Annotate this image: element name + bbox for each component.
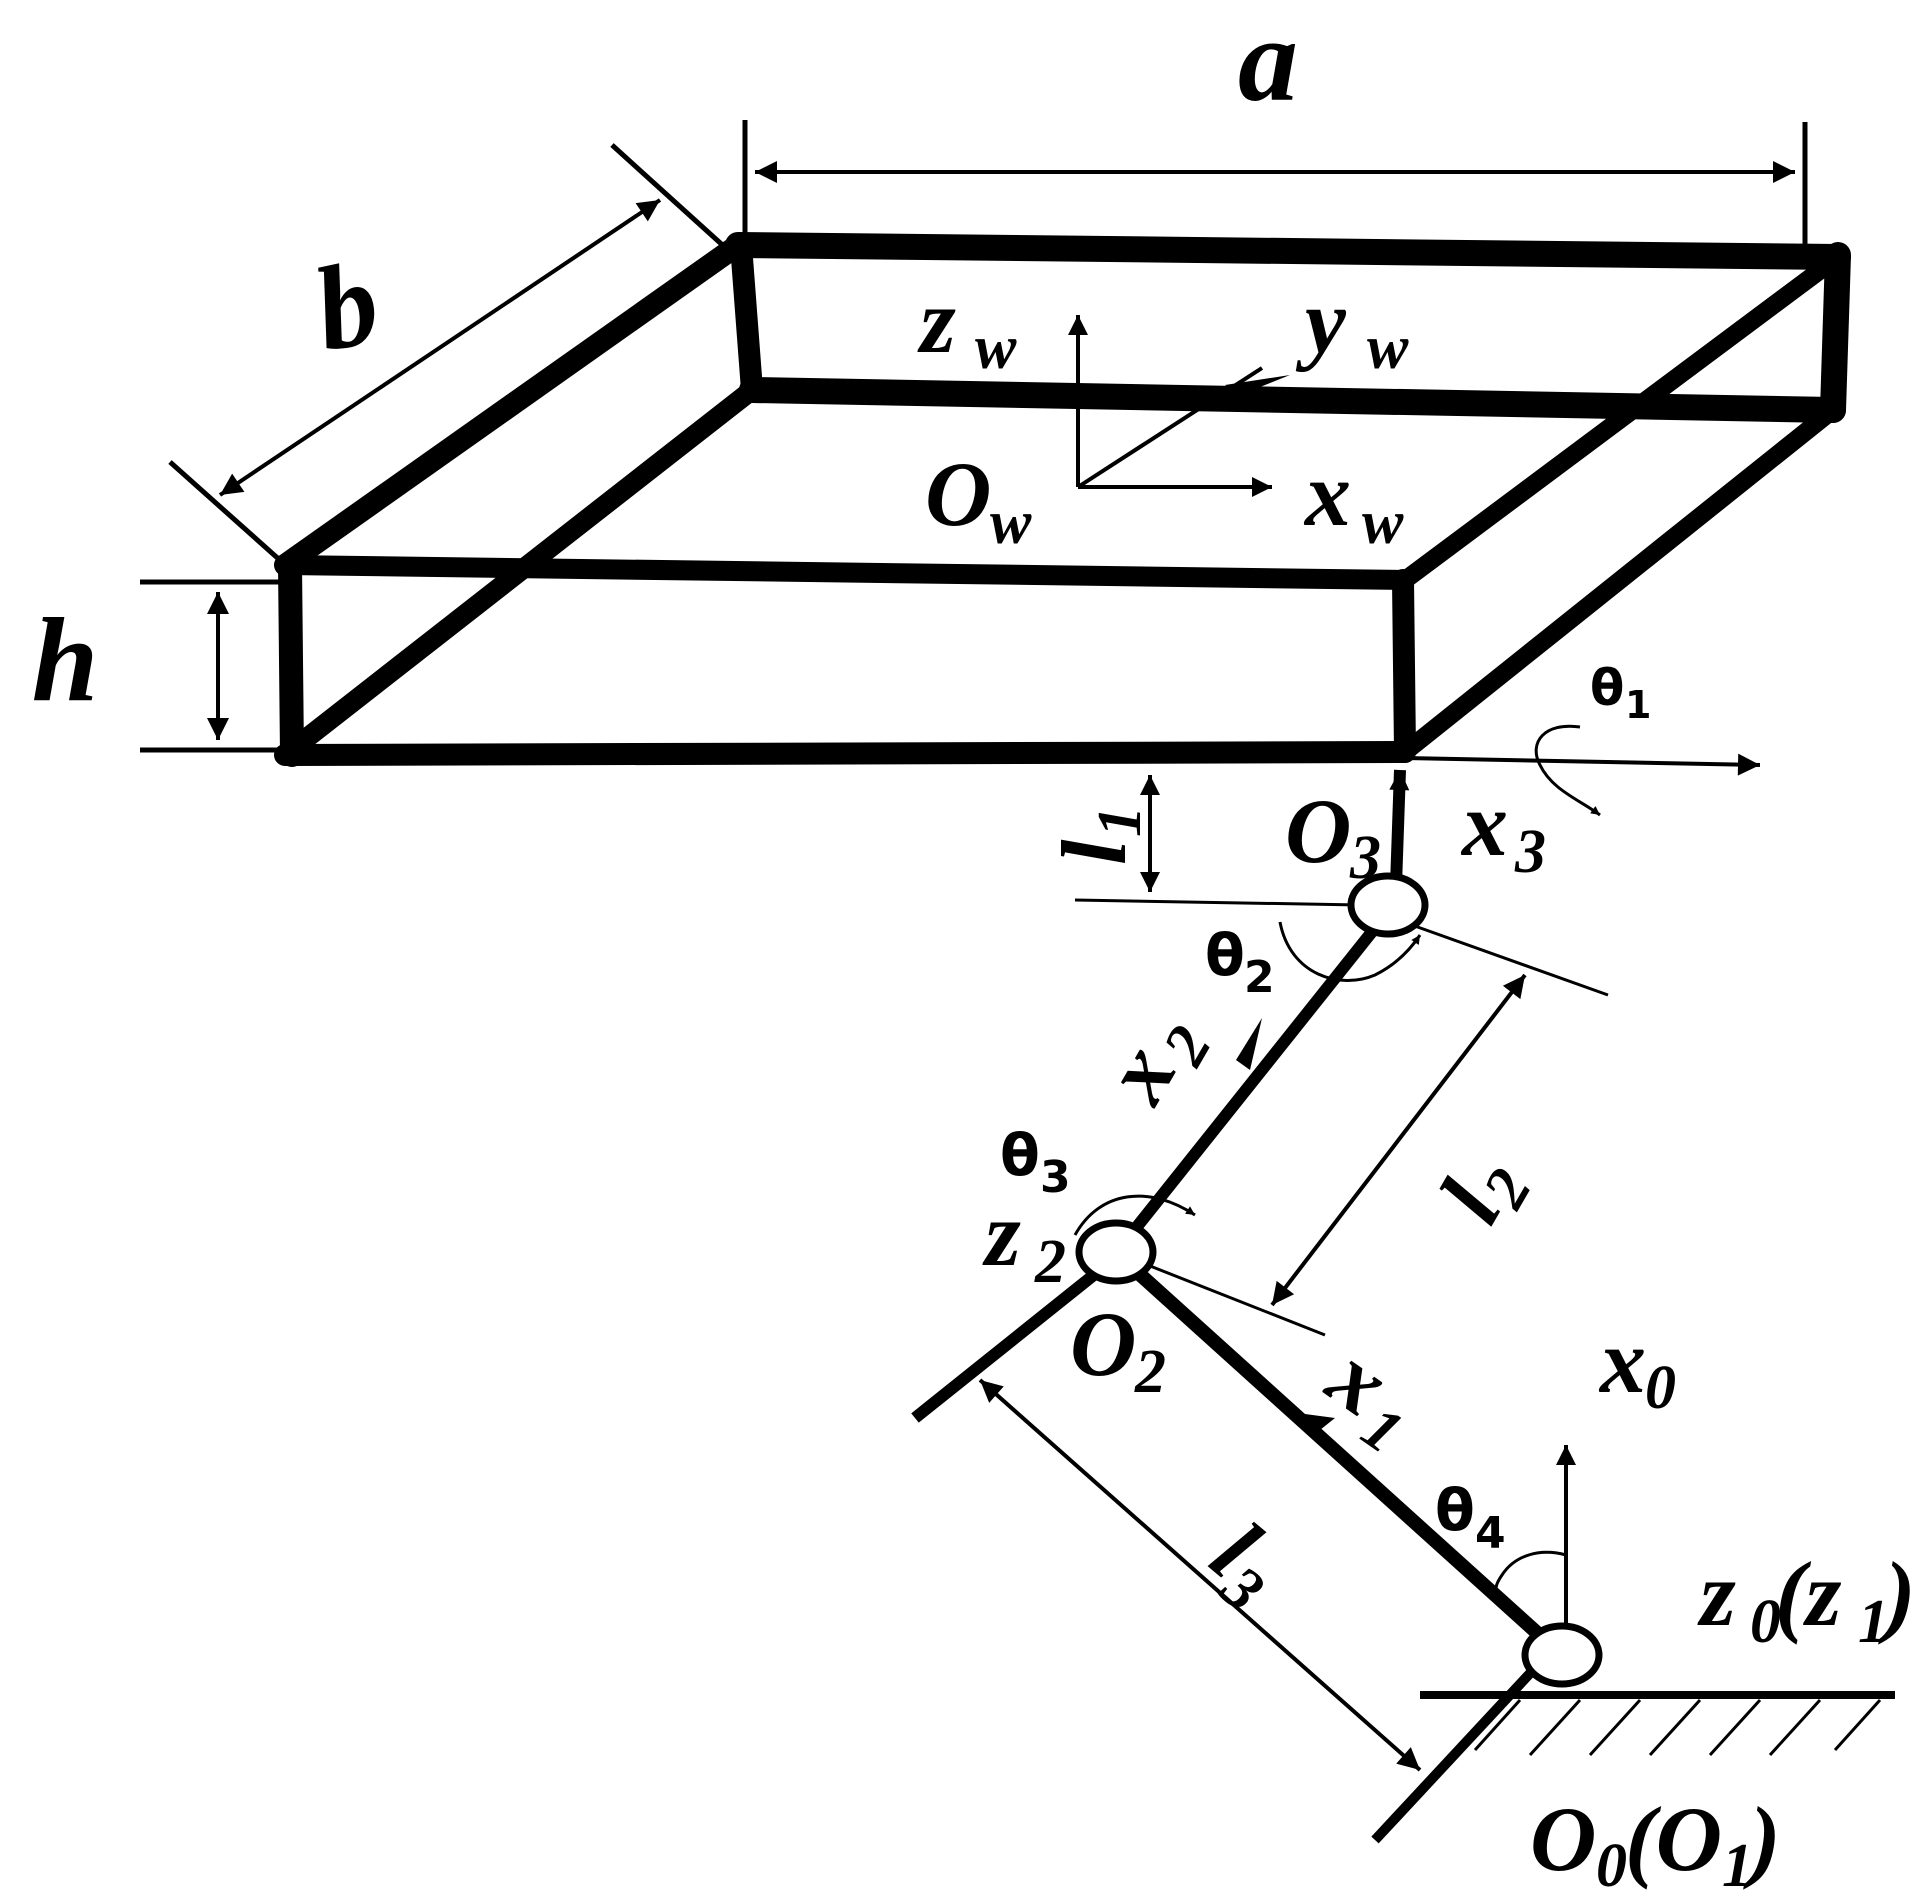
l1-reference-line: [1074, 898, 1361, 907]
theta4-label: θ 4: [1435, 1476, 1506, 1559]
svg-text:z: z: [1697, 1543, 1736, 1645]
dimension-h: [140, 579, 280, 753]
svg-text:4: 4: [1475, 1508, 1506, 1559]
svg-text:(O: (O: [1625, 1788, 1722, 1890]
svg-text:O: O: [925, 443, 991, 545]
box-bottom-back-edge: [739, 377, 1846, 423]
svg-text:(z: (z: [1775, 1543, 1842, 1645]
svg-text:): ): [1743, 1788, 1781, 1890]
svg-text:0: 0: [1596, 1832, 1627, 1891]
svg-text:1: 1: [1858, 1588, 1889, 1656]
joint-O2: [1075, 1219, 1157, 1285]
svg-text:O: O: [1070, 1293, 1136, 1395]
svg-text:w: w: [990, 489, 1032, 557]
svg-text:θ: θ: [1435, 1476, 1475, 1544]
z2-label: z 2: [982, 1183, 1066, 1296]
svg-text:0: 0: [1750, 1588, 1781, 1656]
dimension-b-label: b: [303, 234, 389, 377]
svg-text:1: 1: [1625, 683, 1651, 727]
x2-direction-arrow: [1236, 1018, 1262, 1070]
theta1-label: θ 1: [1590, 659, 1651, 727]
x2-label: x 2: [1083, 1015, 1225, 1120]
yw-label: y w: [1295, 270, 1409, 382]
theta3-rotation-arrow: [1073, 1194, 1196, 1236]
l2-label: l 2: [1419, 1158, 1545, 1239]
link-O2-O0: [1130, 1264, 1550, 1646]
x3-label: x 3: [1460, 773, 1546, 886]
svg-text:2: 2: [1034, 1228, 1066, 1296]
svg-text:z: z: [982, 1183, 1021, 1285]
x3-axis: [1404, 753, 1761, 776]
theta4-rotation-arrow: [1489, 1550, 1567, 1596]
svg-text:O: O: [1530, 1788, 1596, 1890]
svg-text:w: w: [1367, 314, 1409, 382]
svg-text:θ: θ: [1205, 921, 1245, 989]
box-top-back-edge: [725, 232, 1851, 270]
svg-text:): ): [1878, 1543, 1916, 1645]
O3-label: O 3: [1285, 780, 1381, 892]
box-back-right-vertical: [1820, 242, 1851, 423]
svg-text:2: 2: [1134, 1338, 1166, 1406]
svg-text:θ: θ: [1590, 659, 1624, 717]
theta3-label: θ 3: [1000, 1121, 1071, 1203]
dimension-a-label: a: [1238, 0, 1298, 126]
box-bottom-front-edge: [274, 741, 1416, 766]
svg-text:0: 0: [1645, 1354, 1676, 1422]
z0-axis: [1371, 1664, 1539, 1844]
O2-reference-line: [1139, 1260, 1326, 1337]
svg-text:3: 3: [1040, 1152, 1071, 1203]
box-top-front-edge: [275, 555, 1415, 590]
xw-label: x w: [1303, 443, 1404, 557]
zw-label: z w: [917, 270, 1017, 382]
svg-text:y: y: [1295, 270, 1347, 372]
l3-dimension-arrow: [978, 1378, 1422, 1772]
world-frame: [1068, 315, 1290, 497]
svg-text:x: x: [1598, 1310, 1646, 1412]
box-back-left-vertical: [730, 234, 763, 401]
O3-reference-line: [1411, 923, 1609, 997]
l2-dimension-arrow: [1270, 973, 1527, 1307]
ground: [1371, 1664, 1895, 1844]
theta2-label: θ 2: [1205, 921, 1275, 1003]
svg-text:1: 1: [1086, 806, 1154, 837]
box-front-right-vertical: [1392, 569, 1416, 763]
svg-text:2: 2: [1244, 952, 1275, 1003]
svg-text:z: z: [917, 270, 956, 372]
joint-O3: [1347, 872, 1429, 938]
svg-text:x: x: [1460, 773, 1508, 875]
z0-label: z 0 (z 1 ): [1697, 1543, 1916, 1656]
svg-text:w: w: [1362, 489, 1404, 557]
x0-label: x 0: [1598, 1310, 1676, 1422]
O3-link-up: [1389, 769, 1410, 886]
dimension-a: [742, 120, 1808, 245]
svg-text:l: l: [1043, 839, 1145, 865]
joint-O0: [1521, 1622, 1603, 1688]
l1-label: l 1: [1043, 806, 1154, 865]
box-bottom-left-edge: [275, 380, 762, 765]
svg-text:O: O: [1285, 780, 1351, 882]
svg-text:3: 3: [1514, 818, 1546, 886]
O0-label: O 0 (O 1 ): [1530, 1788, 1781, 1896]
O2-label: O 2: [1070, 1293, 1166, 1406]
yw-arrow-hint: [1225, 375, 1290, 395]
dimension-h-label: h: [32, 593, 99, 726]
svg-text:x: x: [1303, 443, 1351, 545]
Ow-label: O w: [925, 443, 1032, 557]
svg-text:θ: θ: [1000, 1121, 1040, 1189]
svg-text:w: w: [975, 314, 1017, 382]
z2-axis: [911, 1257, 1114, 1423]
dimension-b: [168, 143, 730, 564]
theta1-rotation-arrow: [1534, 724, 1601, 817]
svg-text:1: 1: [1722, 1832, 1753, 1891]
l3-label: l 3: [1193, 1502, 1278, 1625]
box-bottom-right-edge: [1396, 401, 1842, 761]
box-front-left-vertical: [278, 553, 304, 767]
platform-box: [274, 232, 1851, 767]
